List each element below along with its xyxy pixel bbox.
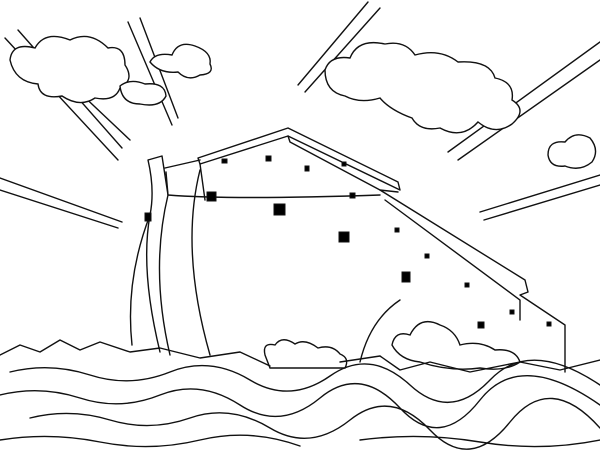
cloud-left <box>9 35 130 104</box>
wave-foam-right <box>391 321 521 370</box>
cloud-right <box>324 41 521 134</box>
waves <box>0 321 600 450</box>
ark-upper-wall <box>164 135 399 201</box>
ark-roof <box>197 127 401 191</box>
ark-hull-body <box>165 171 381 199</box>
cloud-top-center <box>149 43 212 79</box>
clouds <box>9 35 597 169</box>
ark-hull-bottom <box>191 169 401 363</box>
ark-prow <box>129 155 171 356</box>
ark-windows <box>144 155 552 329</box>
ark-deck-edge <box>379 189 566 373</box>
wave-foam-center <box>263 339 348 369</box>
cloud-far-right <box>547 134 597 169</box>
cloud-small-left <box>119 80 167 106</box>
ark <box>129 127 566 373</box>
ark-side-rail <box>384 199 521 321</box>
